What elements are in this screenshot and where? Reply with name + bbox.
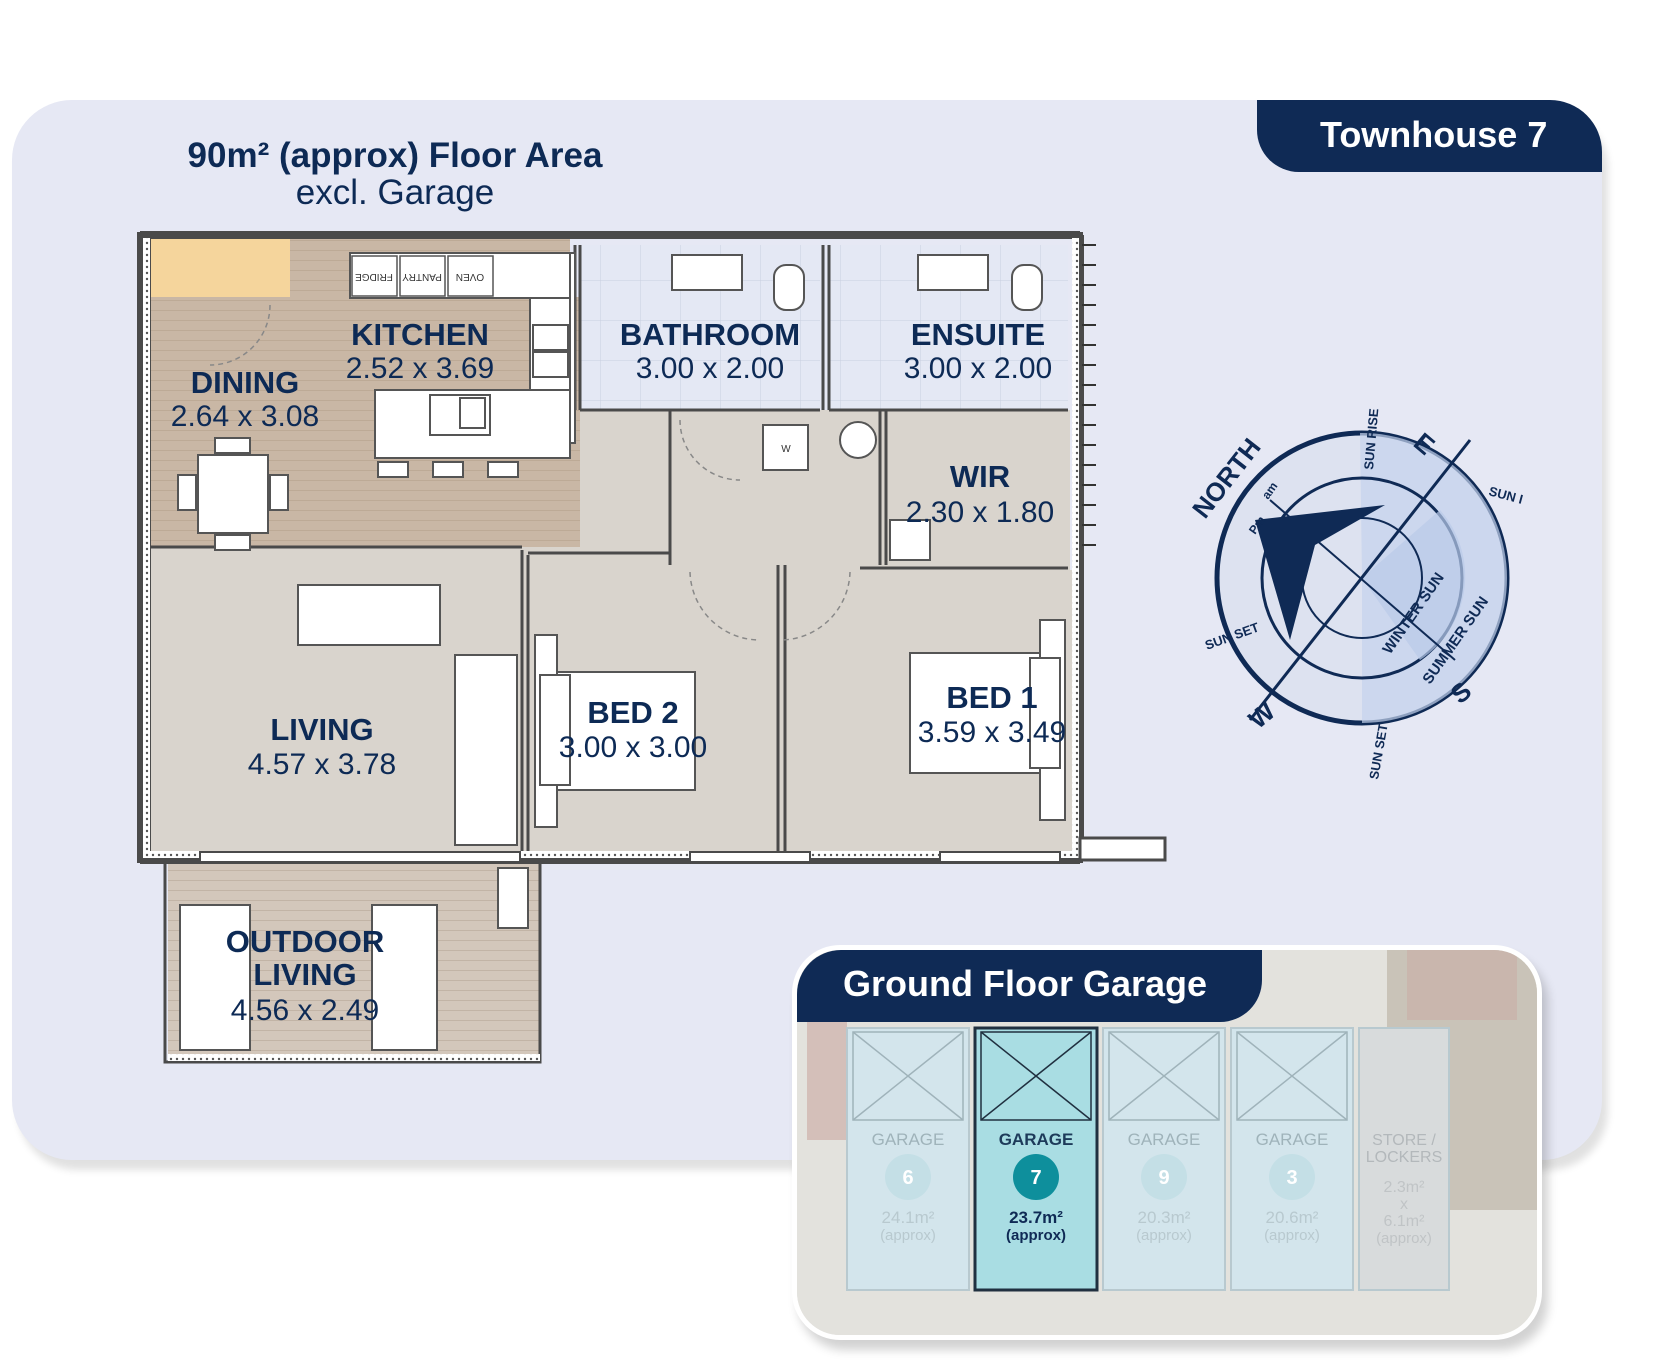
sun-top-right-label: SUN I — [1487, 483, 1524, 506]
floor-area-title: 90m² (approx) Floor Area excl. Garage — [160, 136, 630, 212]
winter-sun-sector — [1362, 510, 1466, 660]
garage-6-area: 24.1m² — [882, 1208, 935, 1227]
east-wall — [1072, 238, 1079, 858]
ensuite-dims: 3.00 x 2.00 — [904, 352, 1052, 385]
kitchen-dims: 2.52 x 3.69 — [346, 352, 494, 385]
garage-6-note: (approx) — [880, 1227, 936, 1244]
west-wall — [143, 238, 150, 858]
door-swings — [209, 304, 851, 641]
pantry-label: PANTRY — [402, 271, 442, 282]
garage-6-label: GARAGE — [872, 1130, 945, 1149]
garage-car-marks — [852, 1031, 1348, 1121]
garage-9-number: 9 — [1158, 1167, 1169, 1189]
store-label1: STORE / — [1372, 1132, 1436, 1149]
fridge-label: FRIDGE — [355, 271, 393, 282]
garage-bay-labels: GARAGE 6 24.1m² (approx) GARAGE 7 23.7m²… — [872, 1130, 1443, 1247]
outdoor-name-line2: LIVING — [253, 957, 356, 992]
bed2-name: BED 2 — [587, 695, 678, 730]
oven-label: OVEN — [456, 271, 484, 282]
east-ledge — [1078, 836, 1167, 862]
store-label2: LOCKERS — [1366, 1149, 1442, 1166]
garage-9-area: 20.3m² — [1138, 1208, 1191, 1227]
garage-3-area: 20.6m² — [1266, 1208, 1319, 1227]
dining-name: DINING — [191, 365, 300, 400]
floor-area-line1: 90m² (approx) Floor Area — [187, 136, 603, 175]
wir-name: WIR — [950, 459, 1010, 494]
living-name: LIVING — [270, 712, 373, 747]
living-dims: 4.57 x 3.78 — [248, 748, 396, 781]
garage-7-number: 7 — [1030, 1167, 1041, 1189]
ensuite-name: ENSUITE — [911, 317, 1045, 352]
balcony-yellow — [150, 232, 290, 297]
floor-area-line2: excl. Garage — [295, 172, 495, 212]
compass-west: W — [1243, 696, 1281, 735]
garage-bays — [846, 1026, 1450, 1292]
garage-title-badge: Ground Floor Garage — [797, 950, 1262, 1022]
sun-rise-label: SUN RISE — [1361, 407, 1381, 470]
store-dim1: 2.3m² — [1384, 1179, 1426, 1196]
store-dim3: 6.1m² — [1384, 1213, 1426, 1230]
outdoor-chair-left — [179, 904, 251, 1051]
outdoor-dims: 4.56 x 2.49 — [231, 994, 379, 1027]
hall-floor — [580, 410, 880, 570]
sofa-side — [454, 654, 518, 846]
garage-7-area: 23.7m² — [1009, 1208, 1063, 1227]
outdoor-chair-right — [371, 904, 438, 1051]
wir-dims: 2.30 x 1.80 — [906, 496, 1054, 529]
garage-7-label: GARAGE — [999, 1130, 1074, 1149]
garage-9-note: (approx) — [1136, 1227, 1192, 1244]
garage-selected-mark — [980, 1031, 1092, 1121]
bed1-name: BED 1 — [946, 680, 1037, 715]
outdoor-name-line1: OUTDOOR — [226, 924, 384, 959]
windows — [199, 851, 1061, 863]
garage-7-note: (approx) — [1006, 1227, 1066, 1244]
outdoor-walls — [163, 860, 542, 1064]
garage-3-number: 3 — [1286, 1167, 1297, 1189]
furniture — [177, 252, 1066, 1051]
north-arrow — [1255, 505, 1385, 640]
townhouse-badge: Townhouse 7 — [1257, 100, 1602, 172]
bed1-dims: 3.59 x 3.49 — [918, 716, 1066, 749]
appliance-labels: FRIDGE PANTRY OVEN W — [351, 255, 791, 455]
kitchen-name: KITCHEN — [351, 317, 489, 352]
washer-label: W — [781, 444, 791, 455]
east-wall-ticks — [1082, 244, 1096, 546]
south-wall — [143, 851, 1078, 858]
garage-title: Ground Floor Garage — [843, 963, 1208, 1004]
garage-6-number: 6 — [902, 1167, 913, 1189]
compass: NORTH E S W SUN RISE SUN I SUN SET SUN S… — [1186, 407, 1525, 780]
store-dim2: x — [1400, 1196, 1408, 1213]
dining-dims: 2.64 x 3.08 — [171, 400, 319, 433]
dining-table — [197, 454, 269, 534]
bathroom-name: BATHROOM — [620, 317, 800, 352]
garage-9-label: GARAGE — [1128, 1130, 1201, 1149]
sun-set-bottom-label: SUN SET — [1366, 722, 1391, 780]
garage-3-label: GARAGE — [1256, 1130, 1329, 1149]
sofa-back — [297, 584, 441, 646]
room-labels: KITCHEN 2.52 x 3.69 DINING 2.64 x 3.08 B… — [171, 317, 1066, 1027]
bed2-dims: 3.00 x 3.00 — [559, 731, 707, 764]
store-note: (approx) — [1376, 1230, 1432, 1247]
townhouse-title: Townhouse 7 — [1320, 114, 1548, 155]
outdoor-wall-hatch — [168, 1054, 540, 1061]
garage-3-note: (approx) — [1264, 1227, 1320, 1244]
bathroom-dims: 3.00 x 2.00 — [636, 352, 784, 385]
compass-axis-ne — [1248, 439, 1472, 721]
